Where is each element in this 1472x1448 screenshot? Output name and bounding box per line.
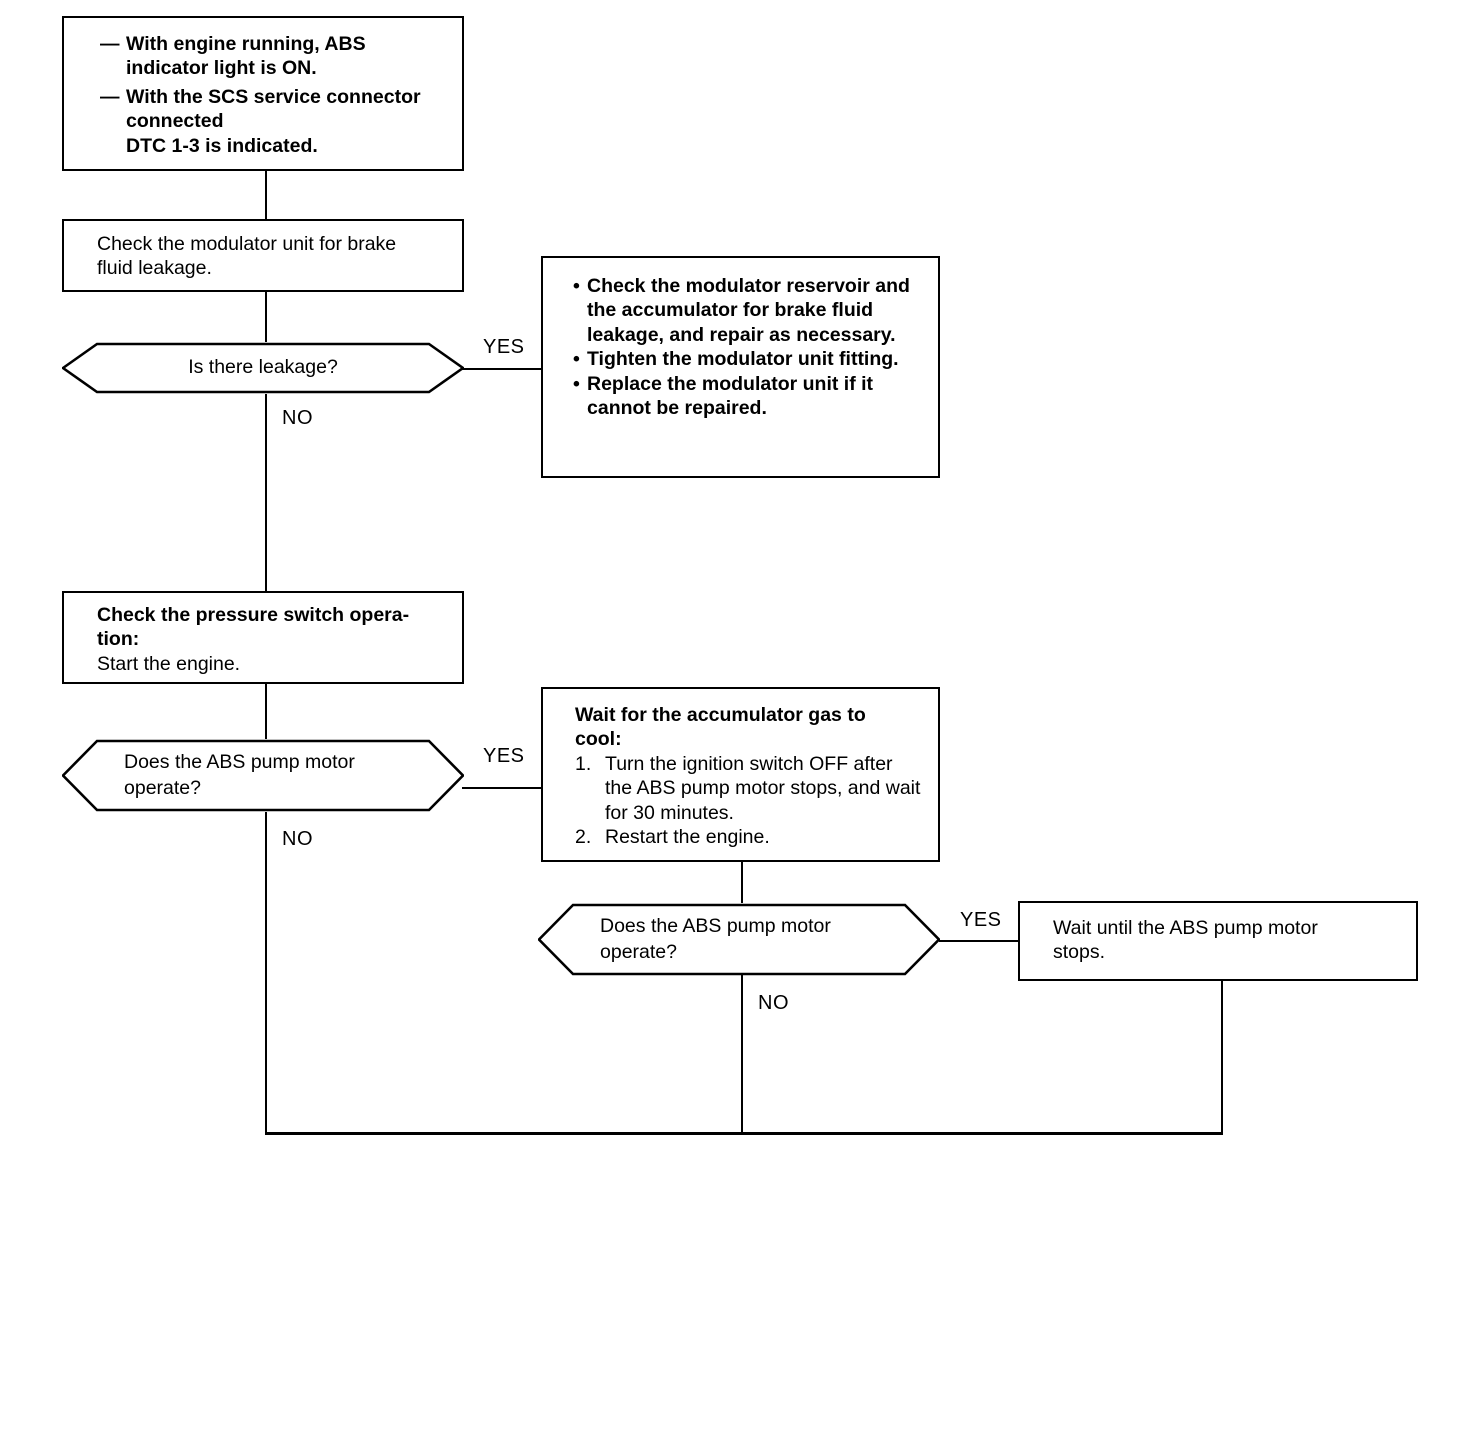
step-number: 1.: [575, 752, 592, 775]
wait-accumulator-cool-box: Wait for the accumulator gas to cool: 1.…: [541, 687, 940, 862]
decision-pump-motor-1: Does the ABS pump motor operate?: [62, 739, 464, 812]
accumulator-title-line2: cool:: [575, 728, 622, 751]
dash-icon: —: [100, 33, 120, 55]
check-leakage-line2: fluid leakage.: [97, 257, 212, 280]
symptom-line: — With the SCS service connector connect…: [100, 85, 421, 133]
wait-stops-line1: Wait until the ABS pump motor: [1053, 917, 1318, 939]
decision-label: Does the ABS pump motor operate?: [124, 751, 355, 799]
connector-accumulator-to-q-motor2: [741, 862, 743, 903]
connector-check-to-q-leakage: [265, 291, 267, 342]
accumulator-step: 2. Restart the engine.: [575, 825, 770, 848]
connector-waitstops-to-rail: [1221, 981, 1223, 1134]
symptom-line: — With engine running, ABS indicator lig…: [100, 33, 366, 80]
decision-pump-motor-2: Does the ABS pump motor operate?: [538, 903, 940, 976]
connector-yes-motor2: [939, 940, 1019, 942]
accumulator-step: 1. Turn the ignition switch OFF after th…: [575, 752, 921, 824]
decision-label: Does the ABS pump motor operate?: [600, 915, 831, 963]
connector-bottom-rail: [265, 1132, 1223, 1135]
branch-label-no-motor2: NO: [758, 992, 789, 1014]
bullet-icon: •: [573, 275, 580, 297]
connector-pressure-to-q-motor1: [265, 683, 267, 739]
decision-label: Is there leakage?: [188, 356, 338, 379]
wait-stops-line2: stops.: [1053, 941, 1106, 964]
connector-yes-motor1: [462, 787, 542, 789]
connector-no-leakage: [265, 394, 267, 592]
check-modulator-leakage-box: Check the modulator unit for brake fluid…: [62, 219, 464, 292]
decision-is-there-leakage: Is there leakage?: [62, 342, 464, 394]
hexagon-shape: [62, 342, 464, 394]
pressure-switch-reg-line: Start the engine.: [97, 652, 241, 675]
bullet-icon: •: [573, 372, 580, 395]
step-number: 2.: [575, 825, 592, 848]
accumulator-title-line1: Wait for the accumulator gas to: [575, 704, 866, 726]
pressure-switch-bold-line1: Check the pressure switch opera-: [97, 604, 410, 626]
hexagon-shape: [538, 903, 940, 976]
connector-no-motor2: [741, 966, 743, 1134]
connector-no-motor1: [265, 812, 267, 1134]
connector-symptom-to-check: [265, 170, 267, 221]
dash-icon: —: [100, 85, 120, 108]
branch-label-yes-motor1: YES: [483, 745, 525, 767]
branch-label-no-motor1: NO: [282, 828, 313, 850]
branch-label-yes-motor2: YES: [960, 909, 1002, 931]
symptom-line: DTC 1-3 is indicated.: [126, 134, 318, 157]
leak-action-item: • Tighten the modulator unit fitting.: [573, 348, 899, 371]
leak-action-item: • Check the modulator reservoir and the …: [573, 275, 910, 346]
symptom-box: — With engine running, ABS indicator lig…: [62, 16, 464, 171]
branch-label-yes-leakage: YES: [483, 336, 525, 358]
branch-label-no-leakage: NO: [282, 407, 313, 429]
leak-action-item: • Replace the modulator unit if it canno…: [573, 372, 874, 419]
leakage-actions-box: • Check the modulator reservoir and the …: [541, 256, 940, 478]
check-pressure-switch-box: Check the pressure switch opera- tion: S…: [62, 591, 464, 684]
hexagon-shape: [62, 739, 464, 812]
connector-yes-leakage: [462, 368, 542, 370]
pressure-switch-bold-line2: tion:: [97, 628, 140, 651]
wait-until-stops-box: Wait until the ABS pump motor stops.: [1018, 901, 1418, 981]
check-leakage-line1: Check the modulator unit for brake: [97, 233, 397, 255]
bullet-icon: •: [573, 348, 580, 371]
